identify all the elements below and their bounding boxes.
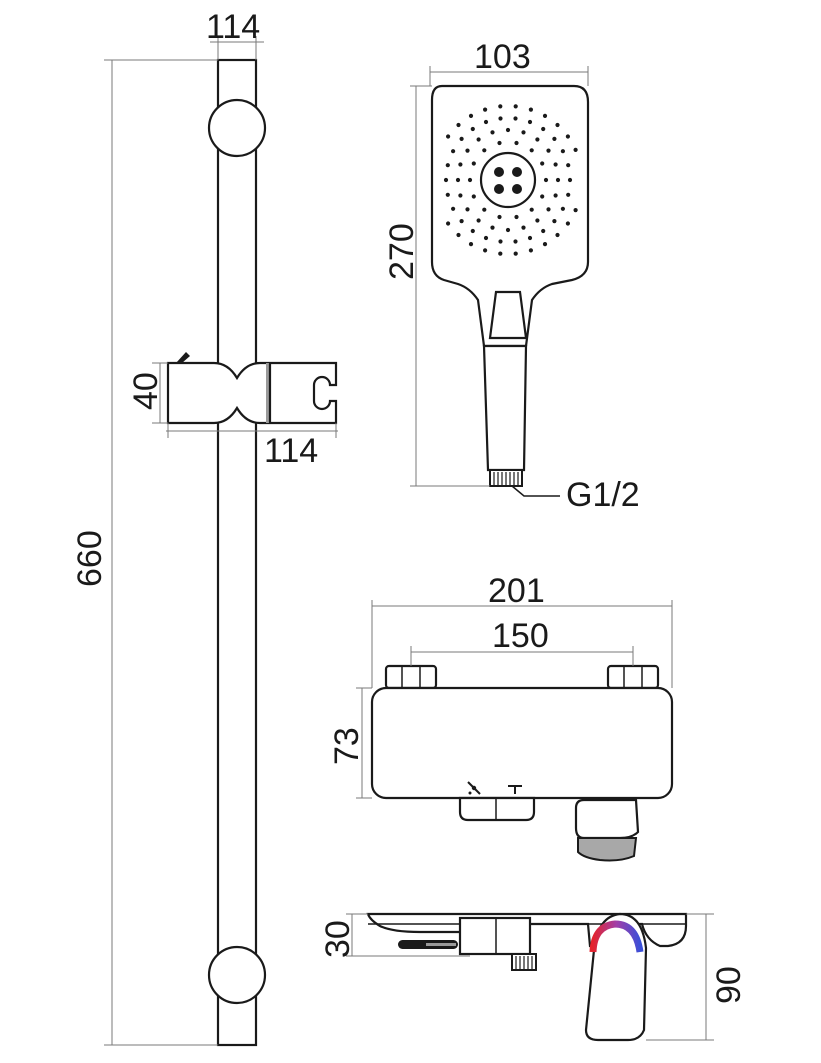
hand-shower-symbol <box>467 781 481 795</box>
shower-holder <box>166 352 338 425</box>
rail-height-label: 660 <box>71 530 109 587</box>
spout-depth-label: 90 <box>710 966 748 1004</box>
head-width-label: 103 <box>474 38 531 76</box>
mixer-centers-label: 150 <box>492 617 549 655</box>
thread-label: G1/2 <box>566 476 640 514</box>
head-height-label: 270 <box>383 223 421 280</box>
top-view-diverter <box>458 916 532 956</box>
mixer-front-dimensions: 201 150 73 <box>328 572 673 799</box>
rail-width-label: 114 <box>206 8 260 46</box>
diverter-knob <box>458 796 536 822</box>
left-inlet <box>384 664 438 690</box>
shower-handle <box>482 344 528 472</box>
center-spray-ring <box>479 151 537 209</box>
mixer-body <box>370 686 674 800</box>
mixer-front-view <box>370 664 674 862</box>
mixer-depth-label: 30 <box>319 920 357 958</box>
rail-dimensions: 114 660 40 114 <box>71 8 338 1046</box>
holder-height-label: 40 <box>127 372 165 410</box>
right-inlet <box>606 664 660 690</box>
mixer-width-label: 201 <box>488 572 545 610</box>
spray-nozzles <box>443 104 578 256</box>
hot-cold-indicator <box>589 920 644 953</box>
temperature-handle <box>574 798 640 840</box>
top-view-handle <box>584 912 648 1042</box>
bottom-wall-bracket <box>207 945 267 1005</box>
shower-dimensions: 103 270 G1/2 <box>383 38 640 514</box>
tub-spout-symbol <box>508 785 522 794</box>
holder-width-label: 114 <box>264 432 318 470</box>
rail-tube <box>216 58 258 1047</box>
mixer-height-label: 73 <box>328 727 366 765</box>
slide-rail <box>166 58 338 1047</box>
handle-base <box>577 837 638 862</box>
mixer-top-dimensions: 30 90 <box>319 913 748 1041</box>
mixer-top-view <box>366 912 688 1042</box>
center-nozzles <box>494 167 522 194</box>
mode-button <box>488 290 528 340</box>
top-wall-bracket <box>207 98 267 158</box>
hand-shower <box>430 84 590 487</box>
